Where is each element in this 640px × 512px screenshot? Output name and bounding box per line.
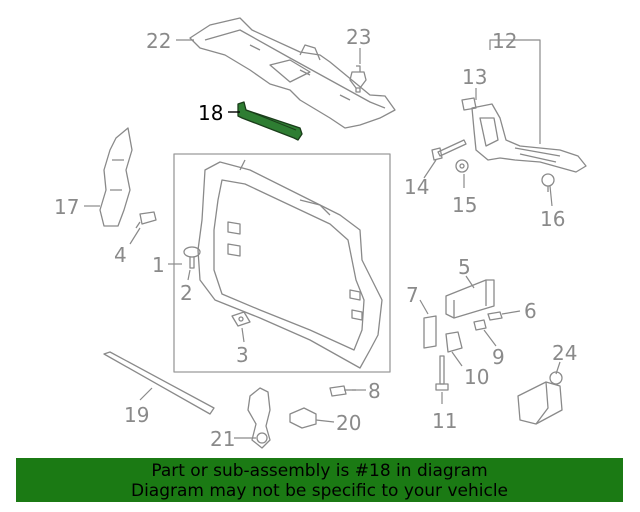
part-7-bracket[interactable] xyxy=(423,315,437,349)
callout-19[interactable]: 19 xyxy=(124,403,150,427)
part-11-bolt[interactable] xyxy=(435,355,449,391)
callout-3[interactable]: 3 xyxy=(236,343,249,367)
banner-line-2: Diagram may not be specific to your vehi… xyxy=(130,481,508,501)
callout-10[interactable]: 10 xyxy=(464,365,490,389)
part-13-clip[interactable] xyxy=(461,97,477,111)
callout-14[interactable]: 14 xyxy=(404,175,430,199)
part-9-clip[interactable] xyxy=(473,319,487,331)
part-12-bracket-assembly[interactable] xyxy=(471,103,587,173)
callout-24[interactable]: 24 xyxy=(552,341,578,365)
callout-12[interactable]: 12 xyxy=(492,29,518,53)
callout-9[interactable]: 9 xyxy=(492,345,505,369)
notice-banner: Part or sub-assembly is #18 in diagram D… xyxy=(16,458,623,502)
part-20-sensor[interactable] xyxy=(289,407,317,429)
part-17-side-deflector[interactable] xyxy=(99,127,133,227)
callout-8[interactable]: 8 xyxy=(368,379,381,403)
part-24-bracket[interactable] xyxy=(517,371,563,425)
part-6-bolt[interactable] xyxy=(487,311,503,321)
part-1-frame-box xyxy=(173,153,391,373)
part-16-bolt[interactable] xyxy=(541,173,555,192)
part-1-radiator-support[interactable] xyxy=(197,159,383,369)
callout-17[interactable]: 17 xyxy=(54,195,80,219)
part-15-nut[interactable] xyxy=(455,159,469,173)
part-3-nut-plate[interactable] xyxy=(231,311,251,327)
callout-16[interactable]: 16 xyxy=(540,207,566,231)
banner-line-1: Part or sub-assembly is #18 in diagram xyxy=(151,461,488,481)
callout-2[interactable]: 2 xyxy=(180,281,193,305)
callout-21[interactable]: 21 xyxy=(210,427,236,451)
callout-5[interactable]: 5 xyxy=(458,255,471,279)
callout-22[interactable]: 22 xyxy=(146,29,172,53)
part-2-screw[interactable] xyxy=(183,246,201,269)
callout-23[interactable]: 23 xyxy=(346,25,372,49)
part-21-bracket[interactable] xyxy=(247,387,271,449)
part-14-bolt[interactable] xyxy=(431,139,467,161)
callout-4[interactable]: 4 xyxy=(114,243,127,267)
parts-diagram xyxy=(84,17,587,449)
leader-lines xyxy=(84,39,561,439)
part-22-upper-tie-bar[interactable] xyxy=(189,17,396,129)
callout-18[interactable]: 18 xyxy=(198,101,224,125)
part-4-bolt[interactable] xyxy=(135,211,157,229)
part-10-bracket[interactable] xyxy=(445,331,463,353)
callout-7[interactable]: 7 xyxy=(406,283,419,307)
callout-15[interactable]: 15 xyxy=(452,193,478,217)
part-18-highlighted-seal[interactable] xyxy=(237,101,303,141)
part-5-bracket[interactable] xyxy=(445,279,495,319)
part-19-seal-strip[interactable] xyxy=(103,351,215,415)
callout-11[interactable]: 11 xyxy=(432,409,458,433)
part-8-bolt[interactable] xyxy=(329,385,356,397)
callout-13[interactable]: 13 xyxy=(462,65,488,89)
callout-1[interactable]: 1 xyxy=(152,253,165,277)
callout-6[interactable]: 6 xyxy=(524,299,537,323)
part-23-clip[interactable] xyxy=(349,65,367,93)
callout-20[interactable]: 20 xyxy=(336,411,362,435)
